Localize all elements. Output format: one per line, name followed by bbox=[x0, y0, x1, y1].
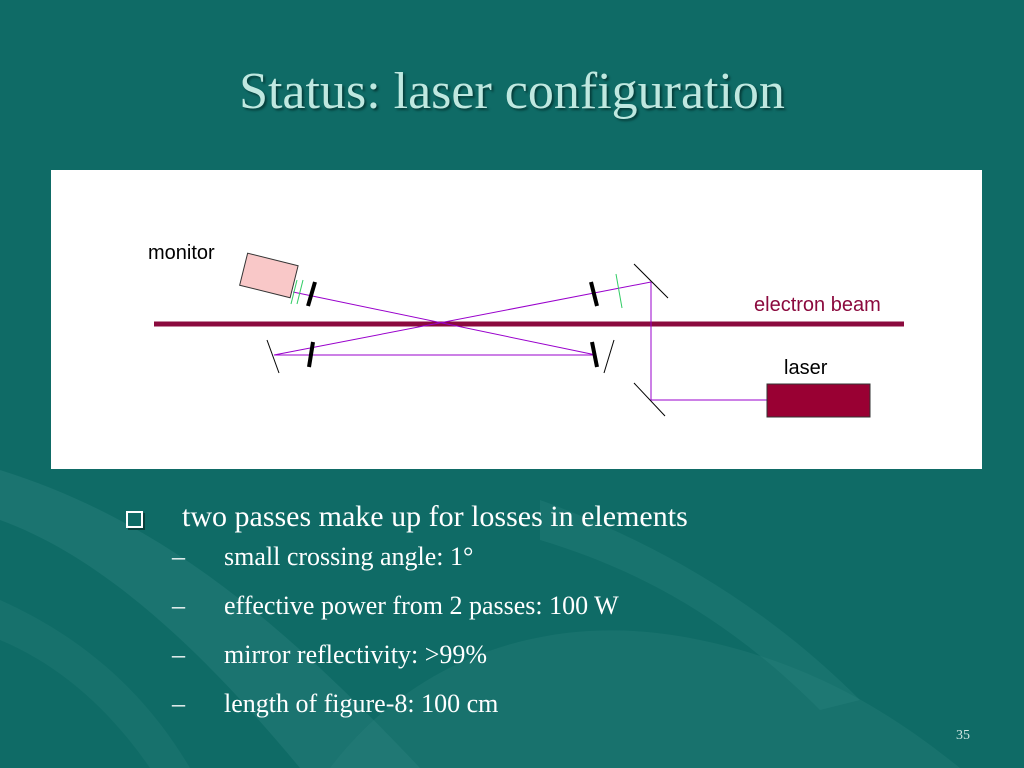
electron-beam-label: electron beam bbox=[754, 294, 881, 316]
mirror-right-lower bbox=[633, 382, 666, 417]
sub-bullet-item: – length of figure-8: 100 cm bbox=[120, 689, 980, 738]
bullet-item: two passes make up for losses in element… bbox=[120, 498, 980, 542]
laser-configuration-diagram: monitor electron beam laser bbox=[51, 170, 982, 469]
page-number: 35 bbox=[956, 728, 970, 743]
bullet-text: two passes make up for losses in element… bbox=[182, 500, 688, 533]
laser-label: laser bbox=[784, 357, 828, 379]
mirrors bbox=[266, 263, 669, 417]
sub-bullet-text: mirror reflectivity: >99% bbox=[224, 640, 488, 669]
slide-title: Status: laser configuration bbox=[239, 63, 785, 120]
sub-bullet-item: – small crossing angle: 1° bbox=[120, 542, 980, 591]
sub-bullet-item: – mirror reflectivity: >99% bbox=[120, 640, 980, 689]
dash-bullet: – bbox=[172, 689, 185, 718]
monitor-box bbox=[239, 252, 299, 299]
sub-bullet-item: – effective power from 2 passes: 100 W bbox=[120, 591, 980, 640]
mirror-right-upper bbox=[633, 263, 669, 299]
dash-bullet: – bbox=[172, 542, 185, 571]
diagram-canvas: monitor electron beam laser bbox=[148, 242, 904, 418]
sub-bullet-text: small crossing angle: 1° bbox=[224, 542, 474, 571]
sub-bullet-text: effective power from 2 passes: 100 W bbox=[224, 591, 619, 620]
laser-box bbox=[766, 383, 871, 418]
focusing-lenses bbox=[306, 281, 599, 368]
mirror-left bbox=[266, 339, 280, 374]
bullet-list: two passes make up for losses in element… bbox=[120, 498, 980, 738]
green-windows bbox=[290, 273, 623, 309]
laser-path bbox=[273, 281, 769, 401]
sub-bullet-text: length of figure-8: 100 cm bbox=[224, 689, 499, 718]
mirror-right-middle bbox=[603, 339, 615, 374]
checkbox-bullet-icon bbox=[126, 511, 143, 528]
dash-bullet: – bbox=[172, 640, 185, 669]
dash-bullet: – bbox=[172, 591, 185, 620]
monitor-label: monitor bbox=[148, 242, 215, 264]
